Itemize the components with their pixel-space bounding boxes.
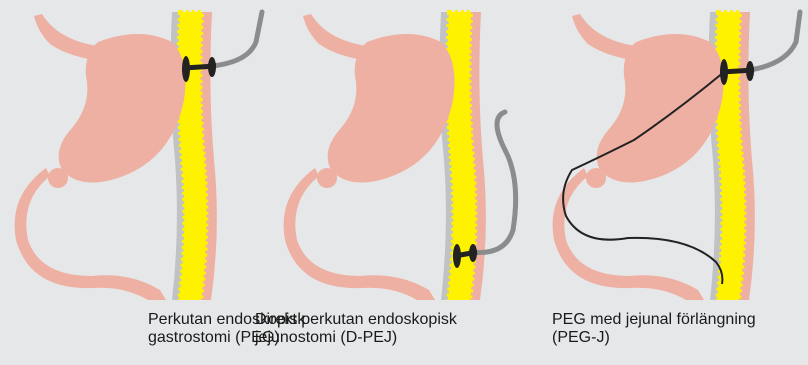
panel-pegj: PEG med jejunal förlängning (PEG-J) <box>538 0 807 365</box>
caption-pegj: PEG med jejunal förlängning (PEG-J) <box>552 311 807 347</box>
caption-dpej: Direkt perkutan endoskopisk jejunostomi … <box>255 311 538 347</box>
internal-bumper <box>720 59 728 85</box>
internal-bumper <box>182 56 190 82</box>
panel-dpej: Direkt perkutan endoskopisk jejunostomi … <box>269 0 538 365</box>
pegj-illustration <box>538 0 807 300</box>
dpej-illustration <box>269 0 538 300</box>
external-bolster <box>208 57 216 77</box>
stomach-anatomy <box>553 12 755 300</box>
pegj-external-tube <box>750 12 800 70</box>
internal-bumper <box>453 244 461 268</box>
caption-line1: Perkutan endoskopisk <box>148 311 269 329</box>
external-bolster <box>469 244 477 262</box>
peg-external-tube <box>212 12 262 66</box>
stomach-anatomy <box>15 12 217 300</box>
caption-line2: jejunostomi (D-PEJ) <box>255 329 538 347</box>
caption-line2: (PEG-J) <box>552 329 807 347</box>
panel-peg: Perkutan endoskopisk gastrostomi (PEG) <box>0 0 269 365</box>
caption-peg: Perkutan endoskopisk gastrostomi (PEG) <box>148 311 269 347</box>
caption-line1: PEG med jejunal förlängning <box>552 311 807 329</box>
external-bolster <box>746 61 754 81</box>
caption-line2: gastrostomi (PEG) <box>148 329 269 347</box>
peg-illustration <box>0 0 269 300</box>
caption-line1: Direkt perkutan endoskopisk <box>255 311 538 329</box>
